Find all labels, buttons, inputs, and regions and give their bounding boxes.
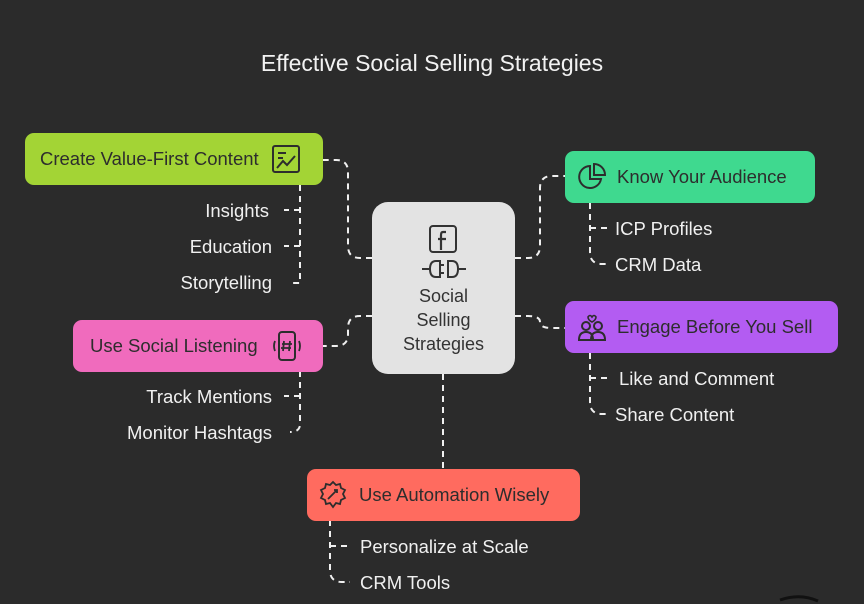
value-first-node: Create Value-First Content bbox=[25, 133, 323, 185]
listening-item-mentions: Track Mentions bbox=[146, 386, 272, 407]
audience-label: Know Your Audience bbox=[617, 166, 787, 187]
automation-node: Use Automation Wisely bbox=[307, 469, 580, 521]
audience-item-crm: CRM Data bbox=[615, 254, 702, 275]
value-first-label: Create Value-First Content bbox=[40, 148, 259, 169]
phone-hashtag-icon bbox=[272, 330, 302, 362]
engage-label: Engage Before You Sell bbox=[617, 316, 813, 337]
diagram-title: Effective Social Selling Strategies bbox=[260, 50, 604, 76]
engage-item-like: Like and Comment bbox=[619, 368, 775, 389]
pie-chart-icon bbox=[577, 162, 607, 192]
value-first-item-insights: Insights bbox=[205, 200, 269, 221]
engage-node: Engage Before You Sell bbox=[565, 301, 838, 353]
listening-label: Use Social Listening bbox=[90, 335, 258, 356]
automation-item-personalize: Personalize at Scale bbox=[360, 536, 529, 557]
central-node: Social Selling Strategies bbox=[372, 202, 515, 374]
audience-item-icp: ICP Profiles bbox=[615, 218, 713, 239]
automation-item-crm-tools: CRM Tools bbox=[360, 572, 451, 593]
central-label-line1: Social bbox=[418, 286, 468, 306]
chart-document-icon bbox=[271, 144, 301, 174]
value-first-item-education: Education bbox=[189, 236, 272, 257]
automation-label: Use Automation Wisely bbox=[359, 484, 550, 505]
engage-item-share: Share Content bbox=[615, 404, 735, 425]
gear-icon bbox=[317, 479, 349, 511]
facebook-plug-icon bbox=[421, 225, 466, 278]
decorative-stroke bbox=[779, 595, 819, 603]
listening-node: Use Social Listening bbox=[73, 320, 323, 372]
central-label-line2: Selling bbox=[416, 310, 471, 330]
audience-node: Know Your Audience bbox=[565, 151, 815, 203]
central-label-line3: Strategies bbox=[402, 334, 485, 354]
value-first-item-storytelling: Storytelling bbox=[180, 272, 272, 293]
listening-item-hashtags: Monitor Hashtags bbox=[127, 422, 272, 443]
people-icon bbox=[577, 312, 607, 342]
